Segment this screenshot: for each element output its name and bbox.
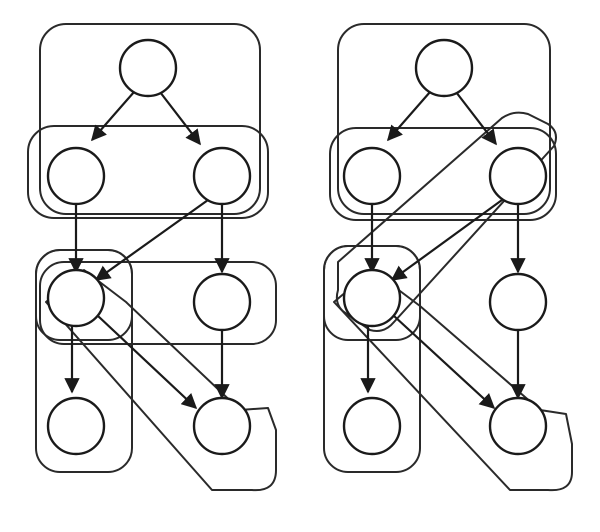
right-middle-row-region [329, 127, 557, 221]
right-edge-top-midleft [386, 91, 431, 142]
left-node-mid-right [192, 146, 252, 206]
left-middle-row-region [27, 125, 269, 219]
left-edge-midright-lowleft [94, 199, 209, 281]
right-node-low-left [342, 268, 402, 328]
left-node-bottom-left [46, 396, 106, 456]
right-node-mid-left [342, 146, 402, 206]
left-node-low-right [192, 272, 252, 332]
right-edge-top-midright [455, 91, 497, 146]
right-top-column-region [337, 23, 551, 215]
right-panel [323, 23, 573, 492]
left-edge-top-midright [159, 91, 201, 146]
right-node-mid-right [488, 146, 548, 206]
right-node-bottom-left [342, 396, 402, 456]
left-node-top [118, 38, 178, 98]
left-node-low-left [46, 268, 106, 328]
left-node-bottom-right [192, 396, 252, 456]
left-edge-lowleft-bottomright [97, 315, 198, 410]
left-top-column-region [39, 23, 261, 215]
right-node-top [414, 38, 474, 98]
right-node-bottom-right [488, 396, 548, 456]
right-node-low-right [488, 272, 548, 332]
left-panel [27, 23, 277, 492]
left-low-row-region [39, 261, 277, 345]
left-edge-top-midleft [90, 91, 135, 142]
right-edge-midright-lowleft [390, 199, 503, 281]
left-node-mid-left [46, 146, 106, 206]
left-left-column-region [35, 249, 133, 473]
right-edge-lowleft-bottomright [393, 315, 496, 410]
